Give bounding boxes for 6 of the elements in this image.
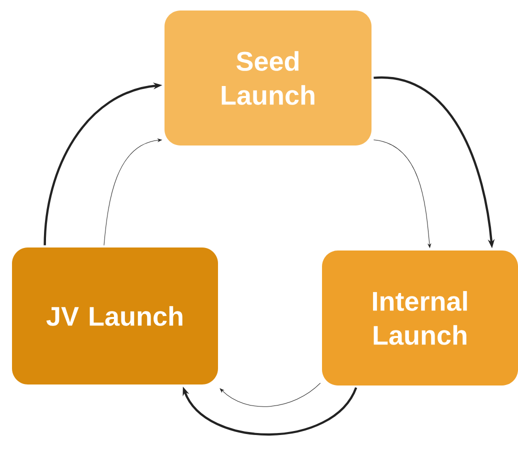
launch-box: Seed Launch bbox=[164, 10, 372, 146]
launch-box: Internal Launch bbox=[322, 250, 518, 386]
curved-arrow bbox=[220, 382, 321, 407]
curved-arrow bbox=[373, 140, 432, 248]
launch-box: JV Launch bbox=[12, 248, 218, 384]
curved-arrow bbox=[104, 138, 162, 246]
